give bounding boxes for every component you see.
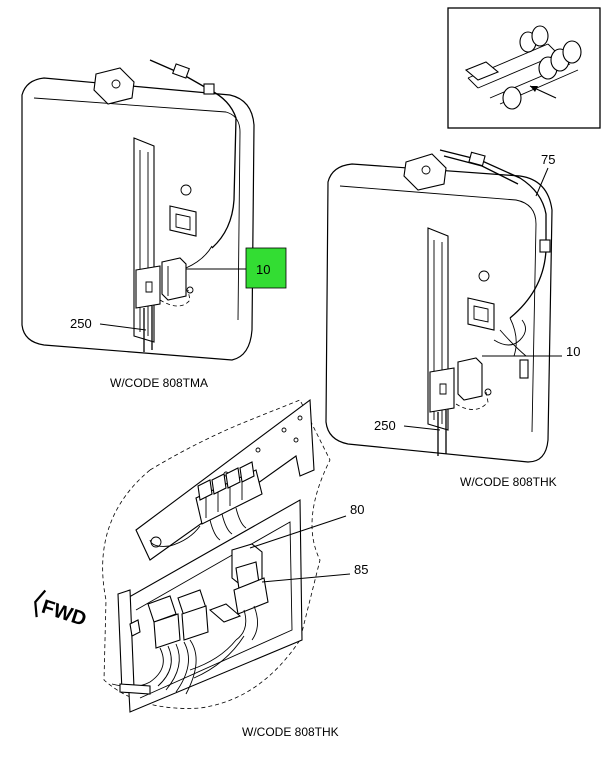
callout-10-top-right: 10 (566, 344, 580, 359)
chassis-locator-inset (447, 7, 601, 129)
forward-arrow-icon (34, 589, 47, 618)
leader-85 (261, 573, 351, 583)
caption-bottom: W/CODE 808THK (242, 725, 339, 739)
callout-250-top-left: 250 (70, 316, 92, 331)
view-808tma (21, 59, 255, 361)
callout-250-top-right: 250 (374, 418, 396, 433)
callout-75: 75 (541, 152, 555, 167)
callout-80: 80 (350, 502, 364, 517)
view-808thk-top (325, 149, 553, 463)
callout-10-top-left: 10 (256, 262, 270, 277)
forward-direction-indicator: FWD (34, 589, 89, 631)
leader-250-top-left (99, 323, 147, 331)
leader-250-top-right (403, 425, 441, 431)
leader-80 (249, 515, 347, 549)
callout-85: 85 (354, 562, 368, 577)
view-808thk-bottom (102, 398, 331, 713)
fwd-label: FWD (39, 596, 89, 631)
caption-top-left: W/CODE 808TMA (110, 376, 208, 390)
caption-top-right: W/CODE 808THK (460, 475, 557, 489)
leader-75 (535, 167, 549, 197)
callout-10-highlight (245, 247, 287, 289)
